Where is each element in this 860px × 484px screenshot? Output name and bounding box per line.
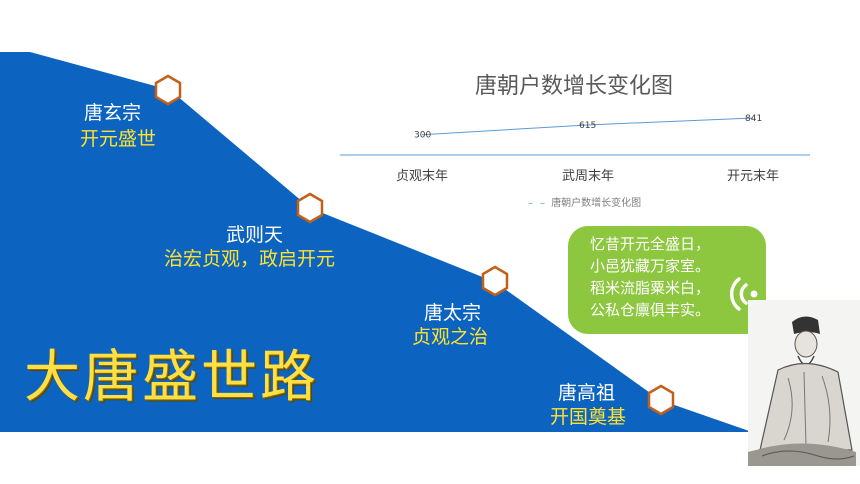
data-label-1: 615	[579, 121, 596, 131]
slope-shape	[0, 52, 752, 432]
slide-title: 大唐盛世路	[24, 345, 319, 410]
sound-wave-icon	[730, 277, 758, 311]
x-tick-label-0: 贞观末年	[395, 169, 448, 184]
milestone-name-4: 唐高祖	[558, 382, 616, 404]
data-label-2: 841	[745, 114, 762, 124]
hexagon-marker-3	[481, 265, 509, 297]
milestone-name-3: 唐太宗	[424, 302, 482, 324]
milestone-subtitle-4: 开国奠基	[550, 406, 627, 428]
hexagon-marker-4	[647, 384, 675, 416]
legend-line-icon: – –	[528, 198, 548, 209]
chart-legend: – –唐朝户数增长变化图	[528, 194, 641, 209]
poem-line-1: 忆昔开元全盛日，	[590, 235, 711, 253]
hexagon-marker-2	[296, 192, 324, 224]
speech-bubble	[568, 226, 766, 334]
hexagon-marker-1	[154, 74, 182, 106]
legend-label: 唐朝户数增长变化图	[551, 198, 642, 209]
data-label-0: 300	[414, 131, 431, 141]
series-line	[421, 117, 754, 136]
x-tick-label-1: 武周末年	[561, 169, 614, 184]
poem-text: 忆昔开元全盛日， 小邑犹藏万家室。 稻米流脂粟米白， 公私仓廪俱丰实。	[590, 233, 710, 321]
line-chart: 300 615 841	[340, 114, 810, 156]
milestone-subtitle-3: 贞观之治	[412, 326, 489, 348]
chart-title: 唐朝户数增长变化图	[474, 74, 673, 99]
milestone-name-2: 武则天	[226, 224, 284, 246]
hexagon-markers	[154, 74, 675, 416]
x-tick-label-2: 开元末年	[726, 169, 779, 184]
milestone-name-1: 唐玄宗	[84, 102, 142, 124]
poem-line-4: 公私仓廪俱丰实。	[590, 301, 711, 319]
milestone-subtitle-2: 治宏贞观，政启开元	[164, 248, 336, 270]
milestone-subtitle-1: 开元盛世	[80, 128, 157, 150]
scholar-portrait	[748, 300, 860, 466]
poem-line-2: 小邑犹藏万家室。	[590, 257, 711, 275]
poem-line-3: 稻米流脂粟米白，	[590, 279, 711, 297]
